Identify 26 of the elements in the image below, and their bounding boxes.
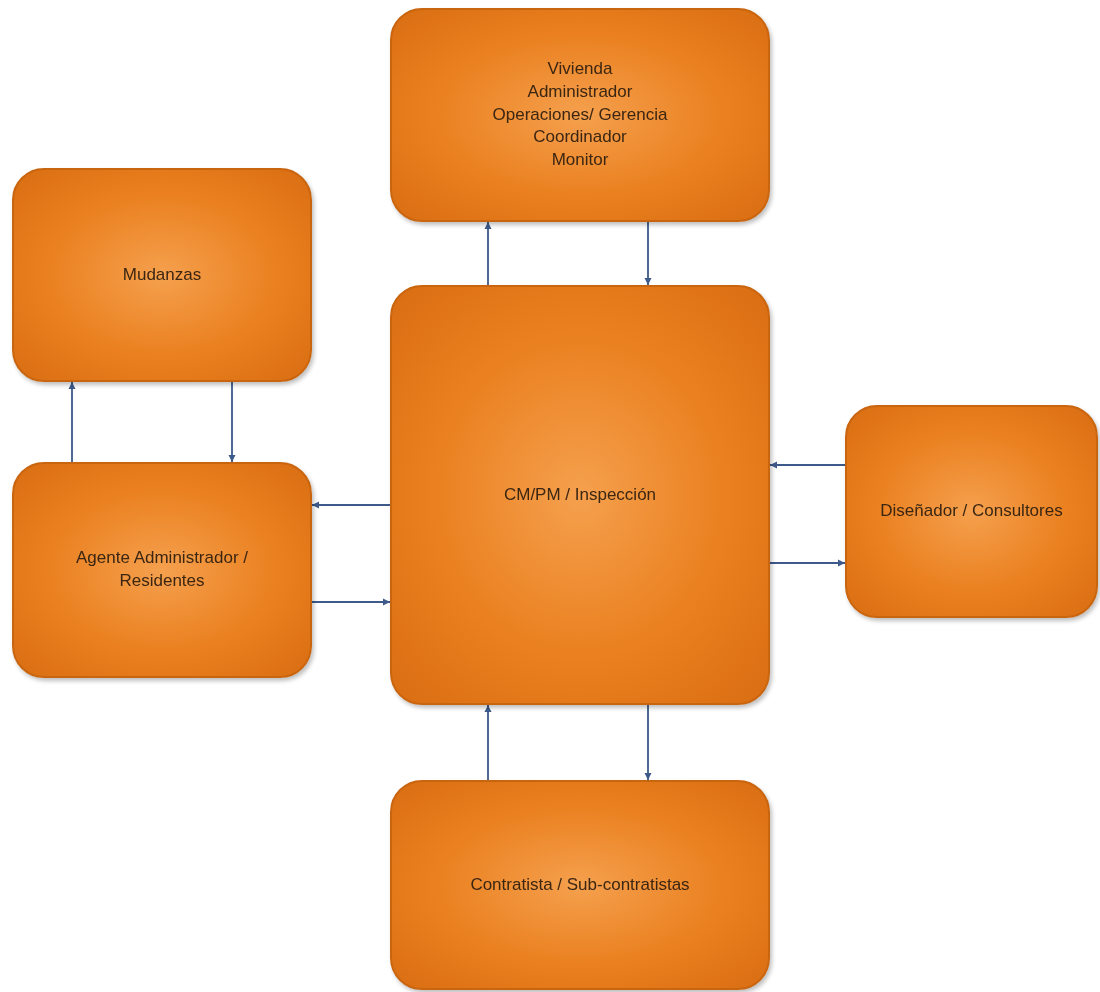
box-label: Diseñador / Consultores (880, 500, 1063, 523)
box-label: Contratista / Sub-contratistas (470, 873, 690, 896)
box-label: Mudanzas (122, 263, 202, 286)
box-label: Administrador (527, 80, 633, 103)
arrow (769, 461, 846, 469)
box-label: CM/PM / Inspección (503, 483, 657, 506)
arrow (769, 559, 846, 567)
arrow (484, 704, 492, 781)
process-box (845, 405, 1098, 618)
process-box (390, 8, 770, 222)
box-label: Coordinador (533, 126, 627, 149)
arrow (644, 704, 652, 781)
arrow (644, 221, 652, 286)
box-label: Agente Administrador / Residentes (75, 547, 249, 592)
box-label: Operaciones/ Gerencia (492, 103, 668, 126)
process-box (390, 780, 770, 990)
process-box (390, 285, 770, 705)
arrow (311, 598, 391, 606)
process-box (12, 168, 312, 382)
arrow (228, 381, 236, 463)
arrow (311, 501, 391, 509)
arrow (484, 221, 492, 286)
arrow (68, 381, 76, 463)
box-label: Vivienda (547, 57, 613, 80)
box-label: Monitor (551, 149, 609, 172)
process-box (12, 462, 312, 678)
